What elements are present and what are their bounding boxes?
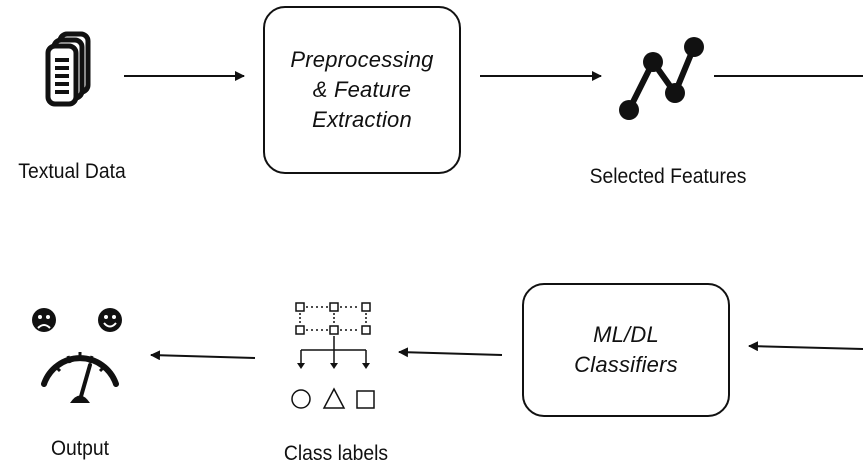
documents-icon	[45, 31, 91, 107]
class-hierarchy-icon	[291, 302, 375, 409]
textual-data-label: Textual Data	[18, 160, 126, 183]
preprocessing-line-2: & Feature	[312, 77, 412, 102]
arrow-classifiers-to-labels	[398, 347, 503, 358]
classifiers-line-2: Classifiers	[574, 352, 678, 377]
preprocessing-line-3: Extraction	[312, 107, 412, 132]
output-label: Output	[50, 437, 109, 460]
sentiment-gauge-icon	[32, 308, 122, 403]
classifiers-line-1: ML/DL	[593, 322, 659, 347]
preprocessing-box: Preprocessing & Feature Extraction	[263, 6, 461, 174]
preprocessing-line-1: Preprocessing	[290, 47, 434, 72]
feature-graph-icon	[619, 37, 704, 120]
classifiers-box: ML/DL Classifiers	[522, 283, 730, 417]
arrow-labels-to-output	[150, 350, 256, 361]
class-labels-label: Class labels	[283, 442, 389, 465]
arrow-into-classifiers	[748, 341, 863, 352]
selected-features-label: Selected Features	[589, 165, 747, 188]
